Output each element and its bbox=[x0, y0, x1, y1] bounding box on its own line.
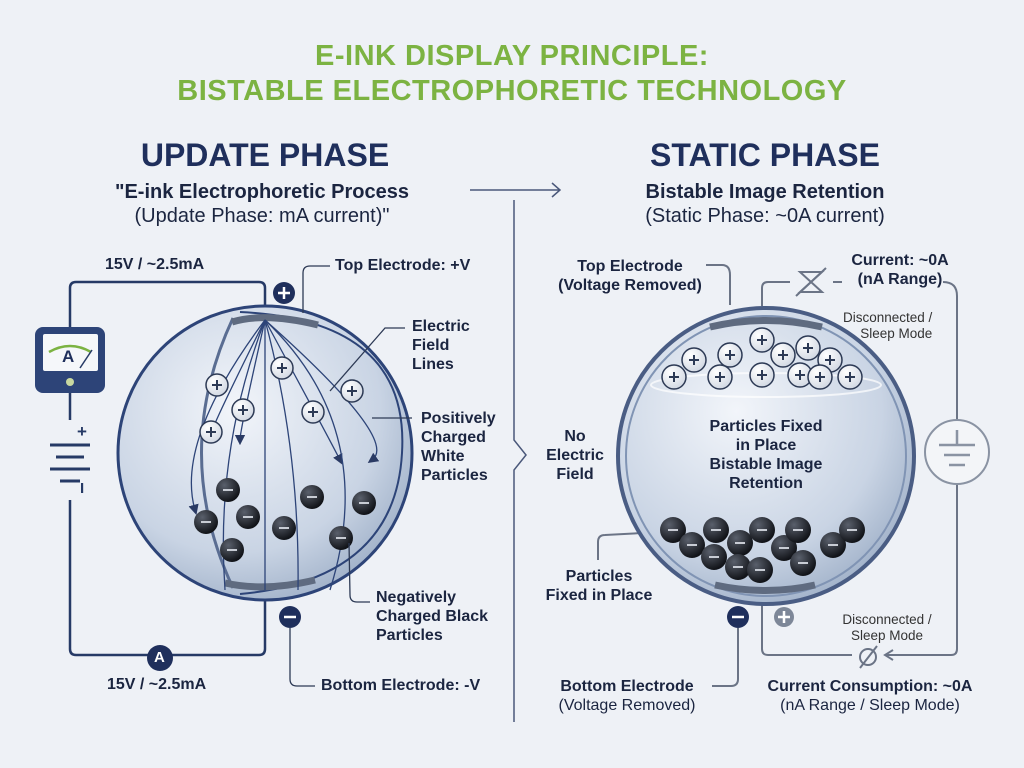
update-phase-heading: UPDATE PHASE bbox=[140, 137, 390, 173]
static-circuit bbox=[597, 264, 958, 687]
update-subtitle: "E-ink Electrophoretic Process bbox=[114, 181, 410, 203]
plus-sign-icon bbox=[206, 427, 216, 437]
label-line: Retention bbox=[729, 475, 803, 492]
plus-sign-icon bbox=[845, 372, 855, 382]
plus-sign-icon bbox=[757, 335, 767, 345]
static-subtitle: Bistable Image Retention bbox=[645, 181, 885, 203]
update-microcapsule bbox=[116, 304, 414, 602]
positive-terminal-icon bbox=[273, 282, 295, 304]
no-current-hourglass-icon bbox=[795, 267, 827, 297]
label-line: (Voltage Removed) bbox=[558, 697, 696, 714]
label-line: (Voltage Removed) bbox=[558, 277, 702, 294]
particle-charge-signs bbox=[201, 363, 369, 551]
battery-plus-label: + bbox=[77, 422, 87, 441]
label-line: No bbox=[564, 428, 586, 445]
ammeter-icon bbox=[147, 645, 173, 671]
plus-sign-icon bbox=[347, 386, 357, 396]
static-microcapsule bbox=[616, 306, 916, 606]
label-line: Top Electrode bbox=[577, 258, 683, 275]
label-line: Particles bbox=[565, 568, 633, 585]
label-line: Current: ~0A bbox=[851, 252, 949, 269]
disconnected-switch-icon bbox=[859, 645, 878, 669]
update-leader-lines bbox=[289, 265, 412, 687]
plus-sign-icon bbox=[725, 350, 735, 360]
sleep-mode-top-label: Disconnected /Sleep Mode bbox=[843, 310, 932, 342]
black-particles bbox=[660, 517, 865, 583]
label-line: Lines bbox=[412, 356, 454, 373]
label-line: Particles bbox=[421, 467, 488, 484]
plus-sign-icon bbox=[778, 350, 788, 360]
static-subtitle-current: (Static Phase: ~0A current) bbox=[645, 205, 885, 227]
label-line: Charged bbox=[421, 429, 486, 446]
plus-sign-icon bbox=[825, 355, 835, 365]
battery-icon bbox=[50, 420, 90, 500]
label-line: Fixed in Place bbox=[545, 587, 653, 604]
static-phase-heading: STATIC PHASE bbox=[650, 137, 880, 173]
label-line: Disconnected / bbox=[843, 310, 933, 325]
battery-minus-label: I bbox=[80, 480, 85, 497]
label-line: Bottom Electrode bbox=[560, 678, 694, 695]
top-supply-label: 15V / ~2.5mA bbox=[105, 256, 205, 273]
plus-sign-icon bbox=[815, 372, 825, 382]
main-title-line1: E-INK DISPLAY PRINCIPLE: bbox=[315, 40, 709, 72]
label-line: Charged Black bbox=[376, 608, 489, 625]
update-subtitle-current: (Update Phase: mA current)" bbox=[134, 205, 390, 227]
meter-label: A bbox=[62, 347, 75, 366]
label-line: (nA Range) bbox=[857, 271, 943, 288]
top-electrode-plate bbox=[709, 317, 823, 331]
bottom-electrode-plate bbox=[714, 581, 816, 594]
static-bottom-electrode-label: Bottom Electrode (Voltage Removed) bbox=[559, 677, 696, 715]
label-line: Particles bbox=[376, 627, 443, 644]
label-line: (nA Range / Sleep Mode) bbox=[780, 697, 960, 714]
bottom-electrode-label: Bottom Electrode: -V bbox=[321, 677, 481, 694]
label-line: Current Consumption: ~0A bbox=[767, 678, 973, 695]
label-line: Particles Fixed bbox=[709, 418, 823, 435]
label-line: Bistable Image bbox=[709, 456, 823, 473]
plus-sign-icon bbox=[308, 407, 318, 417]
ammeter-label: A bbox=[154, 649, 165, 666]
plus-sign-icon bbox=[277, 363, 287, 373]
plus-sign-icon bbox=[803, 343, 813, 353]
phase-divider bbox=[470, 182, 562, 722]
label-line: Electric bbox=[412, 318, 470, 335]
ammeter-meter-icon bbox=[35, 327, 105, 393]
positive-terminal-icon bbox=[774, 607, 794, 627]
negative-terminal-icon bbox=[279, 606, 301, 628]
bottom-supply-label: 15V / ~2.5mA bbox=[107, 676, 207, 693]
static-top-electrode-label: Top Electrode (Voltage Removed) bbox=[558, 257, 702, 295]
bottom-electrode-plate bbox=[224, 576, 316, 591]
plus-sign-icon bbox=[212, 380, 222, 390]
label-line: Negatively bbox=[376, 589, 457, 606]
plus-sign-icon bbox=[238, 405, 248, 415]
top-electrode-label: Top Electrode: +V bbox=[335, 257, 471, 274]
plus-sign-icon bbox=[795, 370, 805, 380]
label-line: Sleep Mode bbox=[850, 628, 924, 643]
negative-terminal-icon bbox=[727, 606, 749, 628]
main-title-line2: BISTABLE ELECTROPHORETIC TECHNOLOGY bbox=[177, 75, 847, 107]
plus-sign-icon bbox=[669, 372, 679, 382]
label-line: Disconnected / bbox=[842, 612, 932, 627]
current-consumption-label: Current Consumption: ~0A (nA Range / Slee… bbox=[768, 677, 973, 715]
label-line: Positively bbox=[421, 410, 496, 427]
sleep-mode-bottom-label: Disconnected /Sleep Mode bbox=[842, 612, 931, 644]
label-line: Sleep Mode bbox=[860, 326, 933, 341]
top-electrode-plate bbox=[230, 314, 319, 329]
plus-sign-icon bbox=[757, 370, 767, 380]
plus-sign-icon bbox=[689, 355, 699, 365]
label-line: Field bbox=[556, 466, 594, 483]
white-particles bbox=[661, 327, 863, 390]
label-line: White bbox=[421, 448, 465, 465]
label-line: in Place bbox=[735, 437, 797, 454]
label-line: Field bbox=[412, 337, 450, 354]
label-line: Electric bbox=[546, 447, 604, 464]
plus-sign-icon bbox=[715, 372, 725, 382]
current-label: Current: ~0A (nA Range) bbox=[851, 251, 948, 289]
ground-icon bbox=[924, 419, 990, 485]
